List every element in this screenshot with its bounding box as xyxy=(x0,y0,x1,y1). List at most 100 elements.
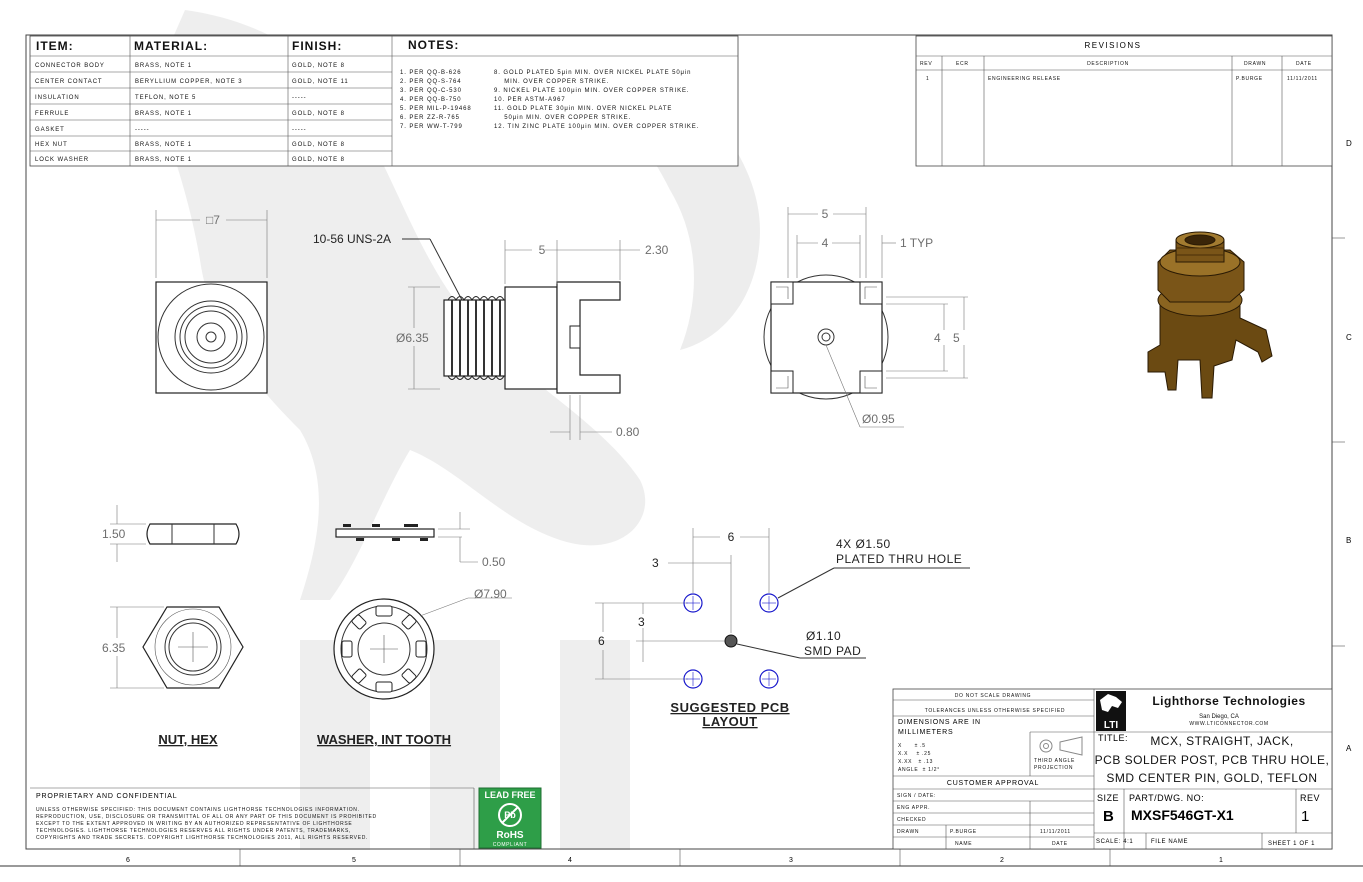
dim-side-2-30: 2.30 xyxy=(645,243,669,257)
tolerance-angle: ANGLE ± 1/2° xyxy=(898,767,940,773)
size-value: B xyxy=(1103,808,1114,825)
revisions-title: REVISIONS xyxy=(1084,41,1141,50)
bom-rows: CONNECTOR BODY BRASS, NOTE 1 GOLD, NOTE … xyxy=(35,63,349,163)
note-line: 4. PER QQ-B-750 xyxy=(400,97,462,103)
zone-number-4: 4 xyxy=(568,857,572,864)
rohs-badge: LEAD FREE Pb RoHS COMPLIANT xyxy=(478,787,542,849)
connector-3d-model xyxy=(1147,231,1273,399)
rohs-compliant-text: COMPLIANT xyxy=(493,842,528,848)
pcb-dim-3-left: 3 xyxy=(638,615,645,629)
title-line-3: SMD CENTER PIN, GOLD, TEFLON xyxy=(1106,771,1317,785)
bom-material: BRASS, NOTE 1 xyxy=(135,157,192,163)
bom-material: BRASS, NOTE 1 xyxy=(135,111,192,117)
file-name-label: FILE NAME xyxy=(1151,839,1188,845)
dim-washer-diameter: Ø7.90 xyxy=(474,587,507,601)
bom-material: BERYLLIUM COPPER, NOTE 3 xyxy=(135,79,243,85)
note-line: 8. GOLD PLATED 5μin MIN. OVER NICKEL PLA… xyxy=(494,70,691,76)
note-line: 50μin MIN. OVER COPPER STRIKE. xyxy=(494,115,631,121)
hole-callout-count: 4X Ø1.50 xyxy=(836,537,891,551)
rohs-text: RoHS xyxy=(496,830,524,841)
rev-header-rev: REV xyxy=(920,61,932,67)
bom-header-item: ITEM: xyxy=(36,39,74,53)
dim-nut-width: 6.35 xyxy=(102,641,126,655)
bom-item: HEX NUT xyxy=(35,142,68,148)
zone-number-5: 5 xyxy=(352,857,356,864)
proprietary-title: PROPRIETARY AND CONFIDENTIAL xyxy=(36,793,177,800)
note-line: 7. PER WW-T-799 xyxy=(400,124,463,130)
dim-top-5: 5 xyxy=(822,207,829,221)
proprietary-line: COPYRIGHTS AND TRADE SECRETS. COPYRIGHT … xyxy=(36,835,368,841)
bom-item: CENTER CONTACT xyxy=(35,79,103,85)
part-number: MXSF546GT-X1 xyxy=(1131,807,1234,823)
proprietary-line: TECHNOLOGIES. LIGHTHORSE TECHNOLOGIES RE… xyxy=(36,828,351,834)
zone-markers-right: D C B A xyxy=(1332,139,1352,753)
bom-material: TEFLON, NOTE 5 xyxy=(135,95,196,101)
bom-table: ITEM: MATERIAL: FINISH: NOTES: CONNECTOR… xyxy=(29,35,739,167)
dim-side-diameter: Ø6.35 xyxy=(396,331,429,345)
projection-line-2: PROJECTION xyxy=(1034,765,1073,771)
bom-item: FERRULE xyxy=(35,111,69,117)
projection-line-1: THIRD ANGLE xyxy=(1034,758,1075,764)
bom-finish: GOLD, NOTE 11 xyxy=(292,79,349,85)
proprietary-line: EXCEPT TO THE EXTENT APPROVED IN WRITING… xyxy=(36,821,352,827)
zone-number-1: 1 xyxy=(1219,857,1223,864)
proprietary-line: REPRODUCTION, USE, DISCLOSURE OR TRANSMI… xyxy=(36,814,377,820)
dim-side-0-80: 0.80 xyxy=(616,425,640,439)
bom-finish: GOLD, NOTE 8 xyxy=(292,142,345,148)
bom-material: ----- xyxy=(135,127,150,133)
plated-thru-hole xyxy=(683,593,703,613)
rev-header-description: DESCRIPTION xyxy=(1087,61,1129,67)
bom-material: BRASS, NOTE 1 xyxy=(135,63,192,69)
zone-number-3: 3 xyxy=(789,857,793,864)
company-city: San Diego, CA xyxy=(1199,714,1239,720)
third-angle-projection-icon xyxy=(1039,736,1083,756)
rev-row-drawn: P.BURGE xyxy=(1236,76,1263,82)
revisions-table: REVISIONS REV ECR DESCRIPTION DRAWN DATE… xyxy=(915,35,1333,167)
thread-callout: 10-56 UNS-2A xyxy=(313,232,391,246)
proprietary-line: UNLESS OTHERWISE SPECIFIED: THIS DOCUMEN… xyxy=(36,807,360,813)
dim-top-side-4: 4 xyxy=(934,331,941,345)
scale-value: SCALE: 4:1 xyxy=(1096,839,1133,845)
washer-front-view: Ø7.90 WASHER, INT TOOTH xyxy=(317,587,512,747)
zone-letter-a: A xyxy=(1346,744,1352,753)
pcb-dim-6-top: 6 xyxy=(728,530,735,544)
note-line: 9. NICKEL PLATE 100μin MIN. OVER COPPER … xyxy=(494,88,689,94)
do-not-scale: DO NOT SCALE DRAWING xyxy=(955,693,1032,699)
drawn-label: DRAWN xyxy=(897,829,919,835)
thread-section xyxy=(443,296,506,380)
part-number-label: PART/DWG. NO: xyxy=(1129,793,1204,803)
dimensions-note-1: DIMENSIONS ARE IN xyxy=(898,719,981,726)
sign-date-label: SIGN / DATE: xyxy=(897,793,936,799)
dim-top-pin-diameter: Ø0.95 xyxy=(862,412,895,426)
plated-thru-hole xyxy=(759,593,779,613)
note-line: 2. PER QQ-S-764 xyxy=(400,79,462,85)
bom-finish: ----- xyxy=(292,95,307,101)
rev-header-date: DATE xyxy=(1296,61,1312,67)
pad-callout-size: Ø1.10 xyxy=(806,629,841,643)
washer-label: WASHER, INT TOOTH xyxy=(317,732,451,747)
dim-top-1-typ: 1 TYP xyxy=(900,236,933,250)
rev-row-rev: 1 xyxy=(926,76,929,82)
tolerance-xxx: X.XX ± .13 xyxy=(898,759,933,765)
zone-letter-c: C xyxy=(1346,333,1352,342)
pcb-layout: 6 3 6 3 4X Ø1.50 PLATED THRU HOLE Ø1.10 … xyxy=(595,528,970,729)
rev-header-ecr: ECR xyxy=(956,61,969,67)
company-website: WWW.LTICONNECTOR.COM xyxy=(1189,721,1268,727)
washer-side-view: 0.50 xyxy=(335,512,506,569)
logo-text: LTI xyxy=(1104,720,1118,731)
dim-side-5: 5 xyxy=(539,243,546,257)
side-view: 5 2.30 Ø6.35 0.80 10-56 UNS-2A xyxy=(313,232,669,440)
bom-header-finish: FINISH: xyxy=(292,39,342,53)
note-line: 11. GOLD PLATE 30μin MIN. OVER NICKEL PL… xyxy=(494,106,672,112)
proprietary-notice: PROPRIETARY AND CONFIDENTIAL UNLESS OTHE… xyxy=(30,787,475,849)
bom-finish: ----- xyxy=(292,127,307,133)
title-line-1: MCX, STRAIGHT, JACK, xyxy=(1150,734,1293,748)
customer-approval: CUSTOMER APPROVAL xyxy=(947,780,1039,787)
pb-symbol: Pb xyxy=(504,810,516,820)
eng-appr-label: ENG APPR. xyxy=(897,805,930,811)
bom-finish: GOLD, NOTE 8 xyxy=(292,157,345,163)
hole-callout-type: PLATED THRU HOLE xyxy=(836,552,962,566)
checked-label: CHECKED xyxy=(897,817,926,823)
dim-washer-thickness: 0.50 xyxy=(482,555,506,569)
